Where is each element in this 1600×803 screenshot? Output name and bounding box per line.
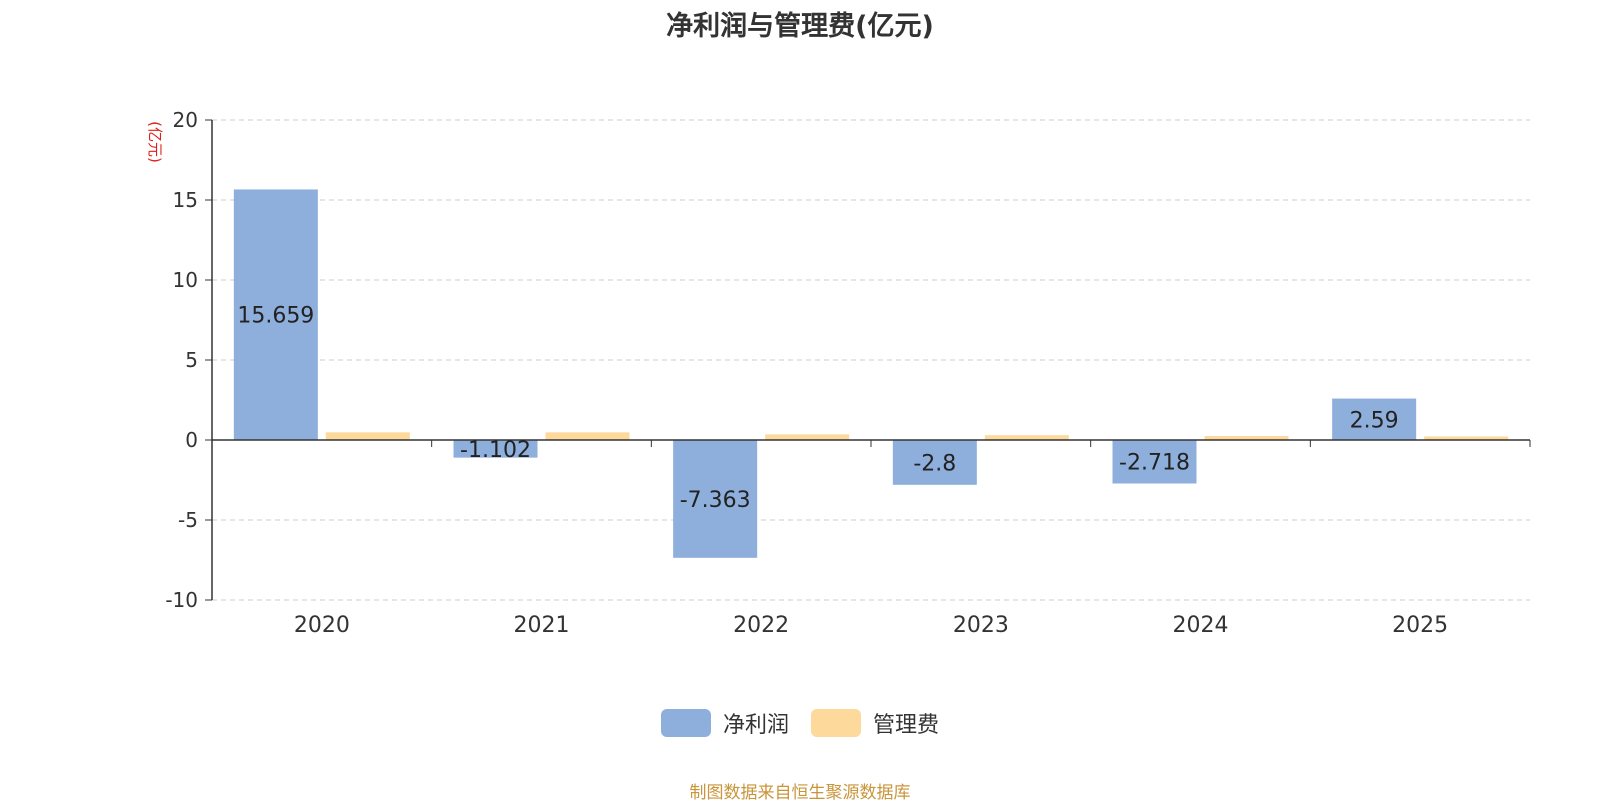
chart-title: 净利润与管理费(亿元)	[666, 11, 934, 42]
y-tick-label: 10	[173, 268, 198, 292]
legend-label-management-fee: 管理费	[873, 713, 940, 738]
x-tick-label: 2020	[294, 613, 350, 638]
bar-management-fee	[984, 435, 1069, 440]
legend-item-net-profit[interactable]: 净利润	[660, 707, 789, 739]
x-tick-label: 2023	[953, 613, 1009, 638]
y-tick-label: 20	[173, 108, 198, 132]
bars	[233, 189, 1509, 558]
bar-net-profit	[453, 440, 538, 458]
bar-management-fee	[1204, 436, 1289, 440]
data-label: -7.363	[680, 488, 751, 513]
bar-management-fee	[325, 432, 410, 440]
bar-net-profit	[233, 189, 318, 440]
x-tick-label: 2022	[733, 613, 789, 638]
bar-net-profit	[1112, 440, 1197, 484]
x-tick-label: 2025	[1392, 613, 1448, 638]
y-axis-unit-label: (亿元)	[146, 121, 164, 163]
bar-management-fee	[545, 432, 630, 440]
y-tick-label: 0	[185, 428, 198, 452]
data-label: 2.59	[1350, 408, 1399, 433]
data-label: -1.102	[460, 438, 531, 463]
y-tick-label: 15	[173, 188, 198, 212]
bar-net-profit	[1332, 398, 1417, 440]
y-tick-label: 5	[185, 348, 198, 372]
data-label: -2.8	[913, 451, 956, 476]
data-label: -2.718	[1119, 451, 1190, 476]
legend-swatch-management-fee	[811, 709, 861, 737]
legend: 净利润 管理费	[0, 707, 1600, 739]
x-tick-label: 2024	[1173, 613, 1229, 638]
legend-label-net-profit: 净利润	[722, 713, 789, 738]
gridlines	[212, 119, 1530, 601]
x-tick-label: 2021	[514, 613, 570, 638]
legend-swatch-net-profit	[660, 709, 711, 737]
y-tick-label: -5	[178, 508, 198, 532]
axes: 20 15 10 5 0 -5 -10 2020 2021 2022 2023 2024 2025	[165, 108, 1531, 638]
data-label: 15.659	[237, 304, 314, 329]
bar-management-fee	[765, 434, 850, 440]
y-tick-label: -10	[165, 588, 198, 612]
bar-net-profit	[673, 440, 758, 558]
legend-item-management-fee[interactable]: 管理费	[811, 707, 939, 739]
bar-net-profit	[892, 440, 977, 485]
data-labels: 15.659 -1.102 -7.363 -2.8 -2.718 2.59	[237, 304, 1398, 513]
data-source-note: 制图数据来自恒生聚源数据库	[689, 783, 911, 803]
bar-management-fee	[1424, 436, 1509, 440]
